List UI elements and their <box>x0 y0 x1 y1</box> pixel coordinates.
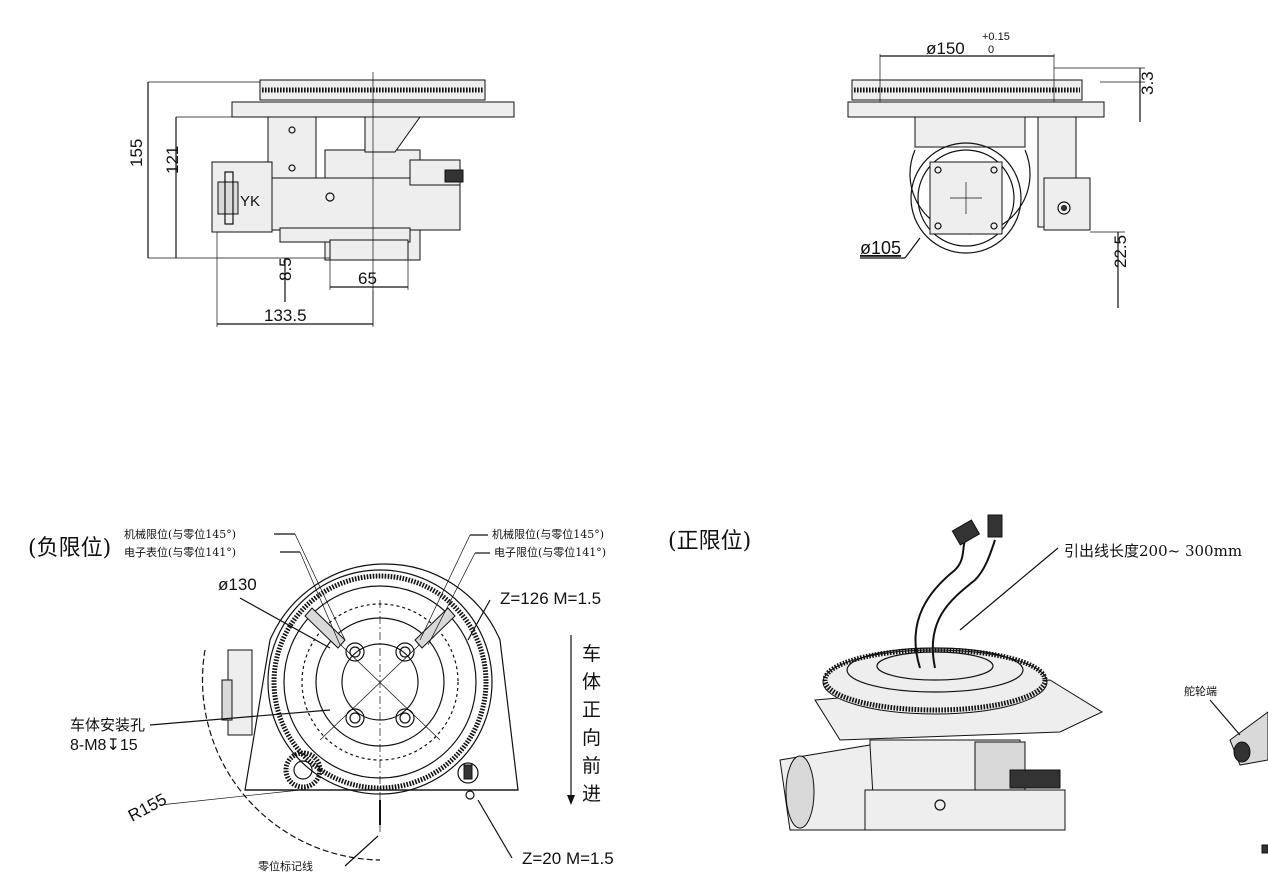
caster-end-label: 舵轮端 <box>1184 684 1217 698</box>
front-view <box>847 54 1145 308</box>
svg-text:向: 向 <box>582 727 601 749</box>
svg-text:正: 正 <box>582 699 601 721</box>
dim-d150: ø150 <box>926 39 965 58</box>
top-view <box>149 533 575 867</box>
elec-limit-right: 电子限位(与零位141°) <box>494 545 606 559</box>
svg-text:车: 车 <box>582 643 601 665</box>
pos-limit-label: (正限位) <box>668 529 751 554</box>
mech-limit-right: 机械限位(与零位145°) <box>492 527 604 541</box>
dim-22-5: 22.5 <box>1111 235 1130 268</box>
side-view <box>147 72 515 327</box>
radius-r155: R155 <box>125 790 170 826</box>
mount-hole-spec: 8-M8↧15 <box>70 737 138 754</box>
tol-upper: +0.15 <box>982 31 1010 43</box>
zero-mark-label: 零位标记线 <box>258 859 313 873</box>
dim-155: 155 <box>127 139 146 167</box>
mech-limit-left: 机械限位(与零位145°) <box>124 527 236 541</box>
gear-small-spec: Z=20 M=1.5 <box>522 849 614 868</box>
elec-limit-left: 电子表位(与零位141°) <box>124 545 236 559</box>
gear-big-spec: Z=126 M=1.5 <box>500 589 601 608</box>
dim-65: 65 <box>358 269 377 288</box>
dim-d105: ø105 <box>860 238 901 258</box>
svg-text:体: 体 <box>582 671 601 693</box>
forward-direction-label: 车 体 正 向 前 进 <box>582 643 601 805</box>
dim-d130: ø130 <box>218 575 257 594</box>
iso-view <box>779 514 1268 854</box>
dim-133-5: 133.5 <box>264 306 307 325</box>
tol-lower: 0 <box>988 44 994 56</box>
svg-text:进: 进 <box>582 783 601 805</box>
dim-121: 121 <box>163 146 182 174</box>
dim-8-5: 8.5 <box>276 257 295 281</box>
svg-text:前: 前 <box>582 755 601 777</box>
cable-length-label: 引出线长度200~ 300mm <box>1064 542 1242 560</box>
dim-3-3: 3.3 <box>1138 71 1157 95</box>
mount-hole-label: 车体安装孔 <box>70 716 145 734</box>
neg-limit-label: (负限位) <box>28 536 111 561</box>
motor-label: YK <box>240 193 260 210</box>
